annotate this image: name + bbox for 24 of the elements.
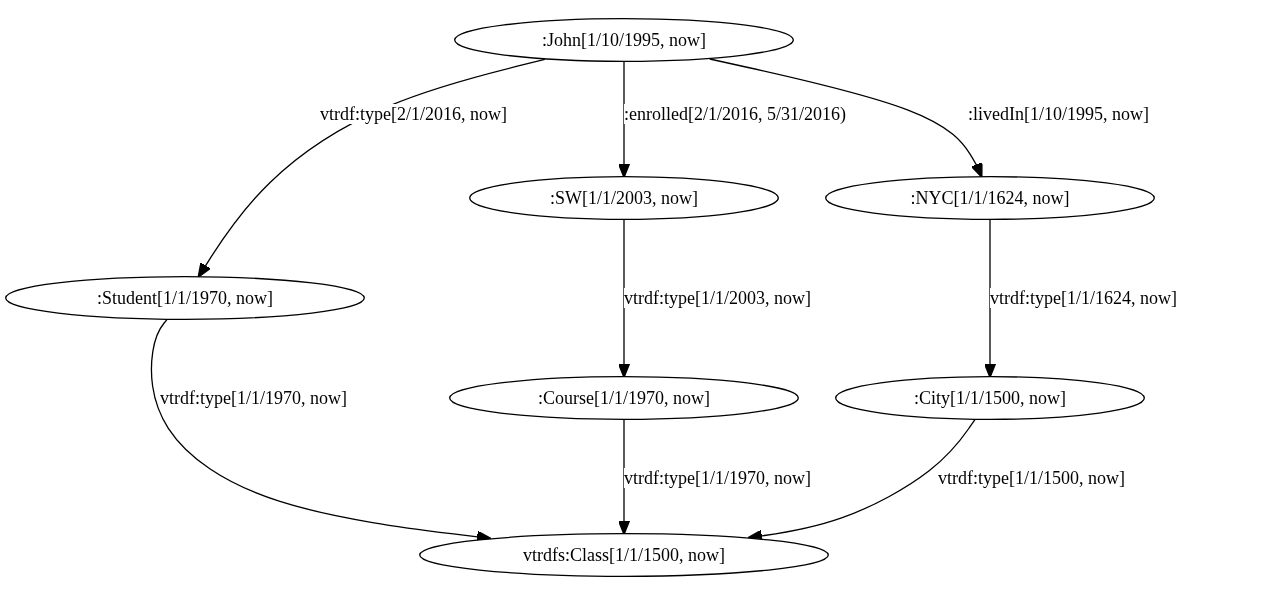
arrow bbox=[709, 58, 983, 178]
node-label: :SW[1/1/2003, now] bbox=[549, 187, 699, 209]
edge-label: vtrdf:type[2/1/2016, now] bbox=[320, 104, 507, 124]
edge-label: vtrdf:type[1/1/1970, now] bbox=[624, 468, 811, 488]
ellipse-node bbox=[469, 176, 779, 220]
node-label: :John[1/10/1995, now] bbox=[541, 29, 707, 51]
edge-label: vtrdf:type[1/1/1624, now] bbox=[990, 288, 1177, 308]
edge-label: :enrolled[2/1/2016, 5/31/2016) bbox=[624, 104, 846, 124]
ellipse-node bbox=[419, 533, 829, 577]
node-label: :NYC[1/1/1624, now] bbox=[909, 187, 1071, 209]
ellipse-node bbox=[835, 376, 1145, 420]
node-label: :Course[1/1/1970, now] bbox=[537, 387, 711, 409]
ellipse-node bbox=[825, 176, 1155, 220]
ellipse-node bbox=[5, 276, 365, 320]
edge-label: vtrdf:type[1/1/1970, now] bbox=[160, 388, 347, 408]
node-label: vtrdfs:Class[1/1/1500, now] bbox=[522, 544, 726, 566]
ellipse-node bbox=[454, 18, 794, 62]
edge-label: :livedIn[1/10/1995, now] bbox=[968, 104, 1149, 124]
ellipse-node bbox=[449, 376, 799, 420]
edge-label: vtrdf:type[1/1/1500, now] bbox=[938, 468, 1125, 488]
edge-label: vtrdf:type[1/1/2003, now] bbox=[624, 288, 811, 308]
node-label: :City[1/1/1500, now] bbox=[913, 387, 1067, 409]
node-label: :Student[1/1/1970, now] bbox=[96, 287, 274, 309]
arrow bbox=[197, 58, 546, 278]
